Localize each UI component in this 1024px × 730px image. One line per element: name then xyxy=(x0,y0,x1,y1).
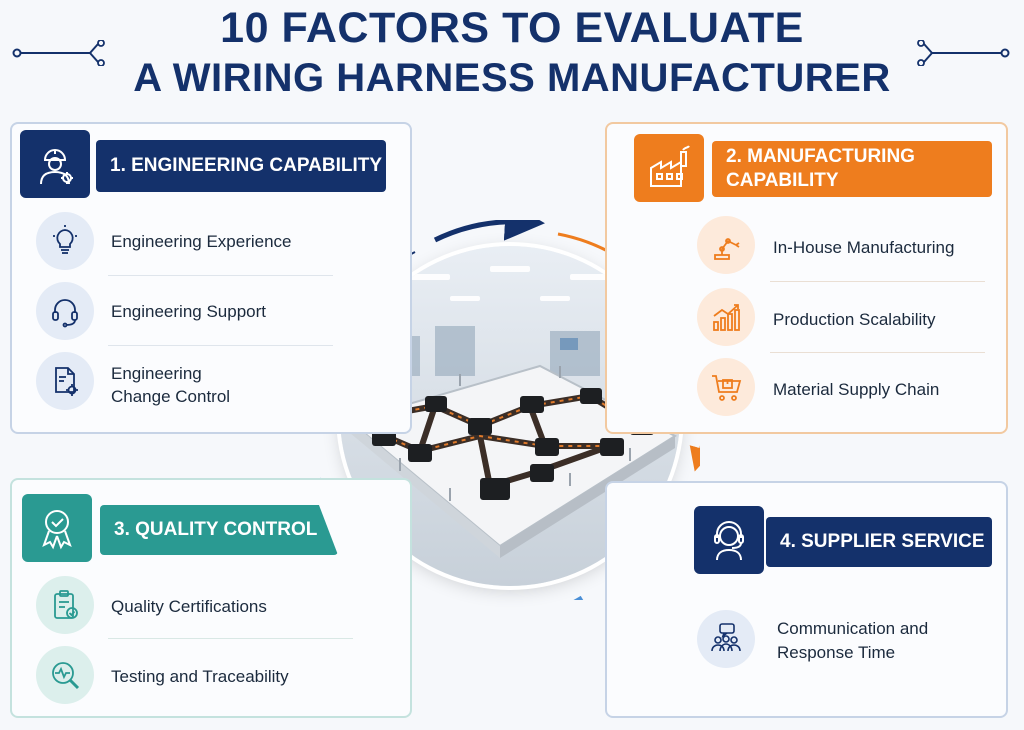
supply-chain-icon-wrap xyxy=(697,358,755,416)
in-house-icon-wrap xyxy=(697,216,755,274)
divider xyxy=(108,275,333,276)
clipboard-check-icon xyxy=(54,590,78,619)
circuit-decoration-left-icon xyxy=(12,40,105,66)
divider xyxy=(108,345,333,346)
supplier-header: 4. SUPPLIER SERVICE xyxy=(766,517,992,567)
page-title-line-1: 10 FACTORS TO EVALUATE xyxy=(220,4,804,52)
testing-traceability-label: Testing and Traceability xyxy=(111,667,289,686)
robot-arm-icon xyxy=(714,238,740,260)
production-scalability-label: Production Scalability xyxy=(773,310,936,329)
team-chat-icon xyxy=(711,623,741,652)
manufacturing-header-line2: CAPABILITY xyxy=(726,170,839,191)
manufacturing-header-line1: 2. MANUFACTURING xyxy=(726,146,915,167)
communication-icon-wrap xyxy=(697,610,755,668)
support-agent-icon xyxy=(714,521,744,561)
in-house-manufacturing-label: In-House Manufacturing xyxy=(773,238,955,257)
lightbulb-icon xyxy=(53,225,77,254)
engineering-support-icon-wrap xyxy=(36,282,94,340)
engineering-experience-icon-wrap xyxy=(36,212,94,270)
engineering-change-label-line1: Engineering xyxy=(111,364,202,383)
factory-icon xyxy=(650,145,690,187)
growth-chart-icon xyxy=(713,304,740,331)
headset-icon xyxy=(52,299,78,328)
divider xyxy=(770,352,985,353)
engineer-gear-icon xyxy=(40,149,73,185)
document-gear-icon xyxy=(55,367,78,396)
communication-label-line2: Response Time xyxy=(777,643,896,662)
quality-header: 3. QUALITY CONTROL xyxy=(100,505,338,555)
engineering-support-label: Engineering Support xyxy=(111,302,267,321)
supplier-badge xyxy=(694,506,764,574)
page-title-line-2: A WIRING HARNESS MANUFACTURER xyxy=(133,56,891,100)
engineering-badge xyxy=(20,130,90,198)
quality-certifications-label: Quality Certifications xyxy=(111,597,267,616)
communication-label-line1: Communication and xyxy=(777,619,929,638)
magnifier-pulse-icon xyxy=(52,662,80,690)
quality-badge xyxy=(22,494,92,562)
circuit-decoration-right-icon xyxy=(917,40,1010,66)
material-supply-chain-label: Material Supply Chain xyxy=(773,380,940,399)
engineering-header: 1. ENGINEERING CAPABILITY xyxy=(96,140,386,192)
testing-icon-wrap xyxy=(36,646,94,704)
manufacturing-header: 2. MANUFACTURING CAPABILITY xyxy=(712,141,992,197)
engineering-change-label-line2: Change Control xyxy=(111,387,231,406)
award-check-icon xyxy=(42,510,72,550)
engineering-experience-label: Engineering Experience xyxy=(111,232,292,251)
scalability-icon-wrap xyxy=(697,288,755,346)
divider xyxy=(108,638,353,639)
manufacturing-badge xyxy=(634,134,704,202)
cart-box-icon xyxy=(712,375,742,401)
engineering-change-icon-wrap xyxy=(36,352,94,410)
quality-cert-icon-wrap xyxy=(36,576,94,634)
divider xyxy=(770,281,985,282)
